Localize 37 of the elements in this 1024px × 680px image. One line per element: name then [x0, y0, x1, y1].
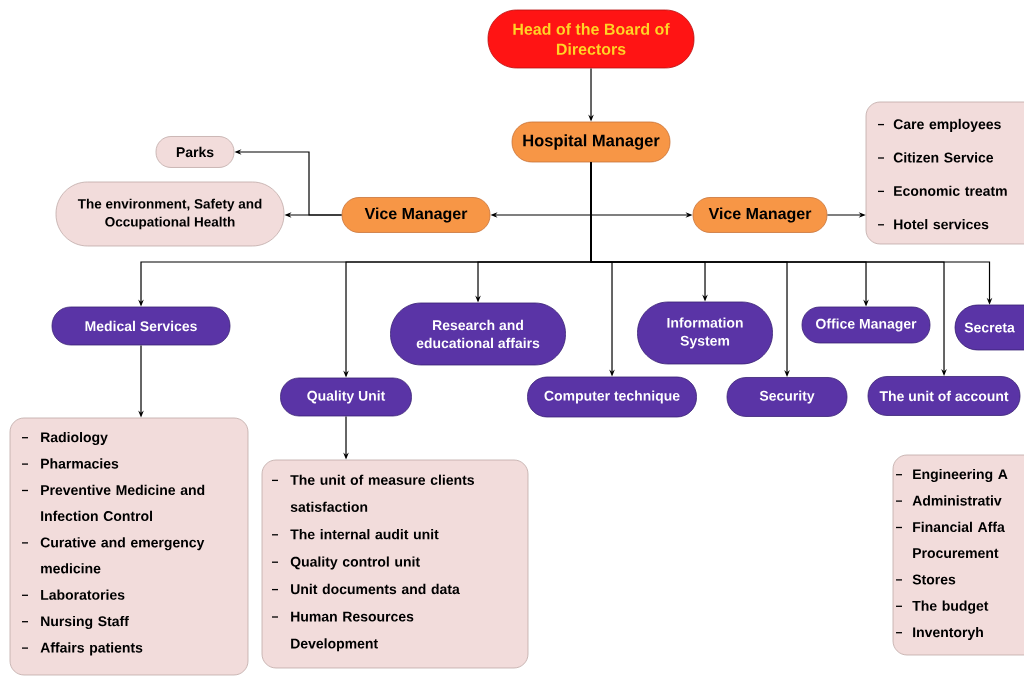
list-item: Administrativ: [912, 495, 1002, 506]
department-box: Security: [726, 377, 848, 417]
list-item: Quality control unit: [290, 556, 420, 570]
list-item: Affairs patients: [40, 642, 143, 656]
list-item: Stores: [912, 574, 956, 585]
department-box: Medical Services: [51, 306, 231, 346]
position-box: Hospital Manager: [511, 121, 671, 163]
list-item: Preventive Medicine and Infection Control: [41, 484, 205, 522]
list-item: Laboratories: [41, 589, 125, 600]
department-box: Research and educational affairs: [390, 302, 566, 366]
list-item: Inventoryh: [913, 626, 983, 640]
list-item: Pharmacies: [41, 458, 119, 469]
list-item: Unit documents and data: [291, 583, 460, 595]
list-item: The budget: [912, 600, 989, 614]
list-item: Care employees: [893, 118, 1001, 132]
department-box: Computer technique: [527, 376, 697, 418]
position-box: Head of the Board of Directors: [487, 9, 695, 69]
unit-box: The environment, Safety and Occupational Health: [55, 181, 285, 247]
unit-box: Parks: [155, 136, 235, 168]
list-item: Hotel services: [894, 219, 989, 230]
department-box: Information System: [637, 301, 773, 365]
list-item: Economic treatm: [894, 185, 1007, 196]
position-box: Vice Manager: [341, 197, 491, 233]
list-item: Curative and emergency medicine: [40, 537, 205, 574]
position-box: Vice Manager: [692, 197, 828, 233]
list-item: Radiology: [41, 431, 108, 446]
list-item: The unit of measure clients satisfaction: [290, 474, 474, 512]
department-box: The unit of account: [867, 376, 1021, 416]
department-box: Quality Unit: [280, 377, 412, 417]
list-item: Financial Affa Procurement: [913, 521, 1005, 559]
list-item: Engineering A: [913, 468, 1008, 483]
list-item: The internal audit unit: [290, 529, 439, 540]
department-box: Office Manager: [801, 306, 931, 344]
department-box: Secreta: [954, 304, 1024, 351]
list-item: Nursing Staff: [41, 615, 129, 630]
list-item: Human Resources Development: [291, 611, 414, 652]
list-item: Citizen Service: [893, 152, 994, 163]
